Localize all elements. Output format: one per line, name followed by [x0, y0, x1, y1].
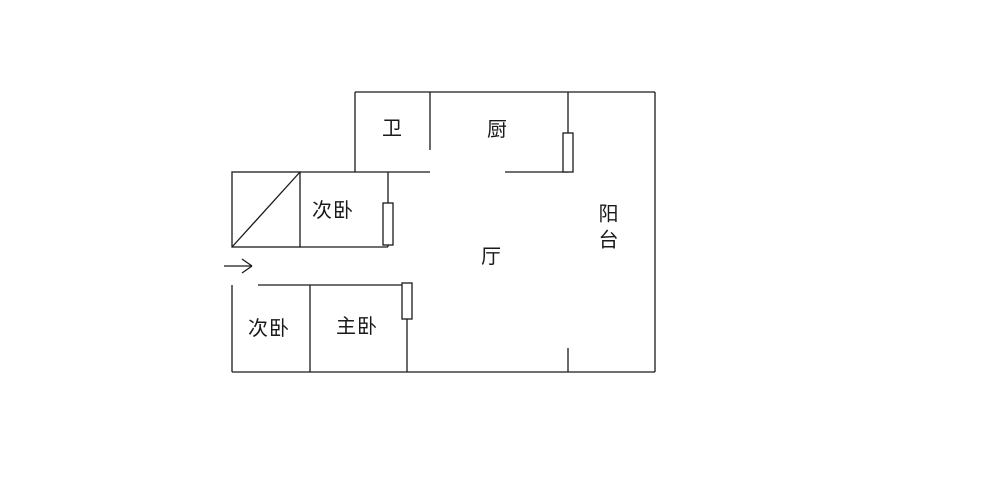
- room-label-bathroom: 卫: [382, 118, 403, 140]
- room-label-master-bedroom: 主卧: [336, 316, 378, 338]
- entry-door-symbol-icon: [231, 171, 301, 248]
- master-window-icon: [401, 282, 413, 320]
- room-label-living-room: 厅: [481, 246, 502, 268]
- entrance-arrow-icon: [224, 258, 253, 274]
- kitchen-window-icon: [562, 132, 574, 173]
- room-label-balcony: 阳台: [595, 203, 617, 255]
- bedroom-mid-window-icon: [382, 202, 394, 246]
- entry-door-diagonal: [231, 171, 301, 248]
- room-label-kitchen: 厨: [487, 119, 508, 141]
- room-label-bedroom-mid: 次卧: [312, 200, 354, 222]
- room-label-bedroom-bottom: 次卧: [248, 318, 290, 340]
